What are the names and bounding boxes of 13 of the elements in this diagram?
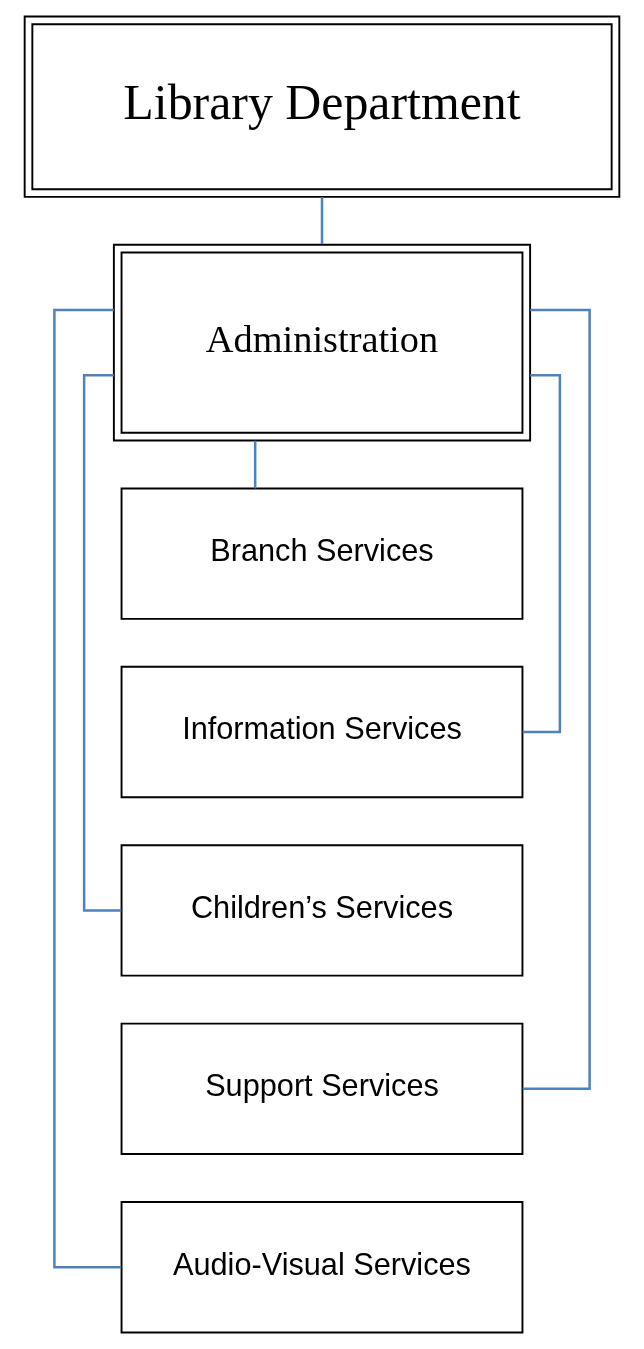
node-box: Support Services bbox=[120, 1022, 524, 1155]
connector bbox=[82, 374, 122, 912]
node-box: Library Department bbox=[23, 15, 621, 198]
node-box: Branch Services bbox=[120, 487, 524, 620]
node-box: Children’s Services bbox=[120, 844, 524, 977]
node-box: Information Services bbox=[120, 665, 524, 799]
node-box: Audio-Visual Services bbox=[120, 1201, 524, 1334]
connector bbox=[53, 308, 122, 1269]
connector bbox=[522, 308, 591, 1091]
node-box: Administration bbox=[112, 243, 532, 442]
connector bbox=[320, 197, 324, 245]
connector bbox=[253, 440, 257, 489]
connector bbox=[522, 374, 562, 734]
